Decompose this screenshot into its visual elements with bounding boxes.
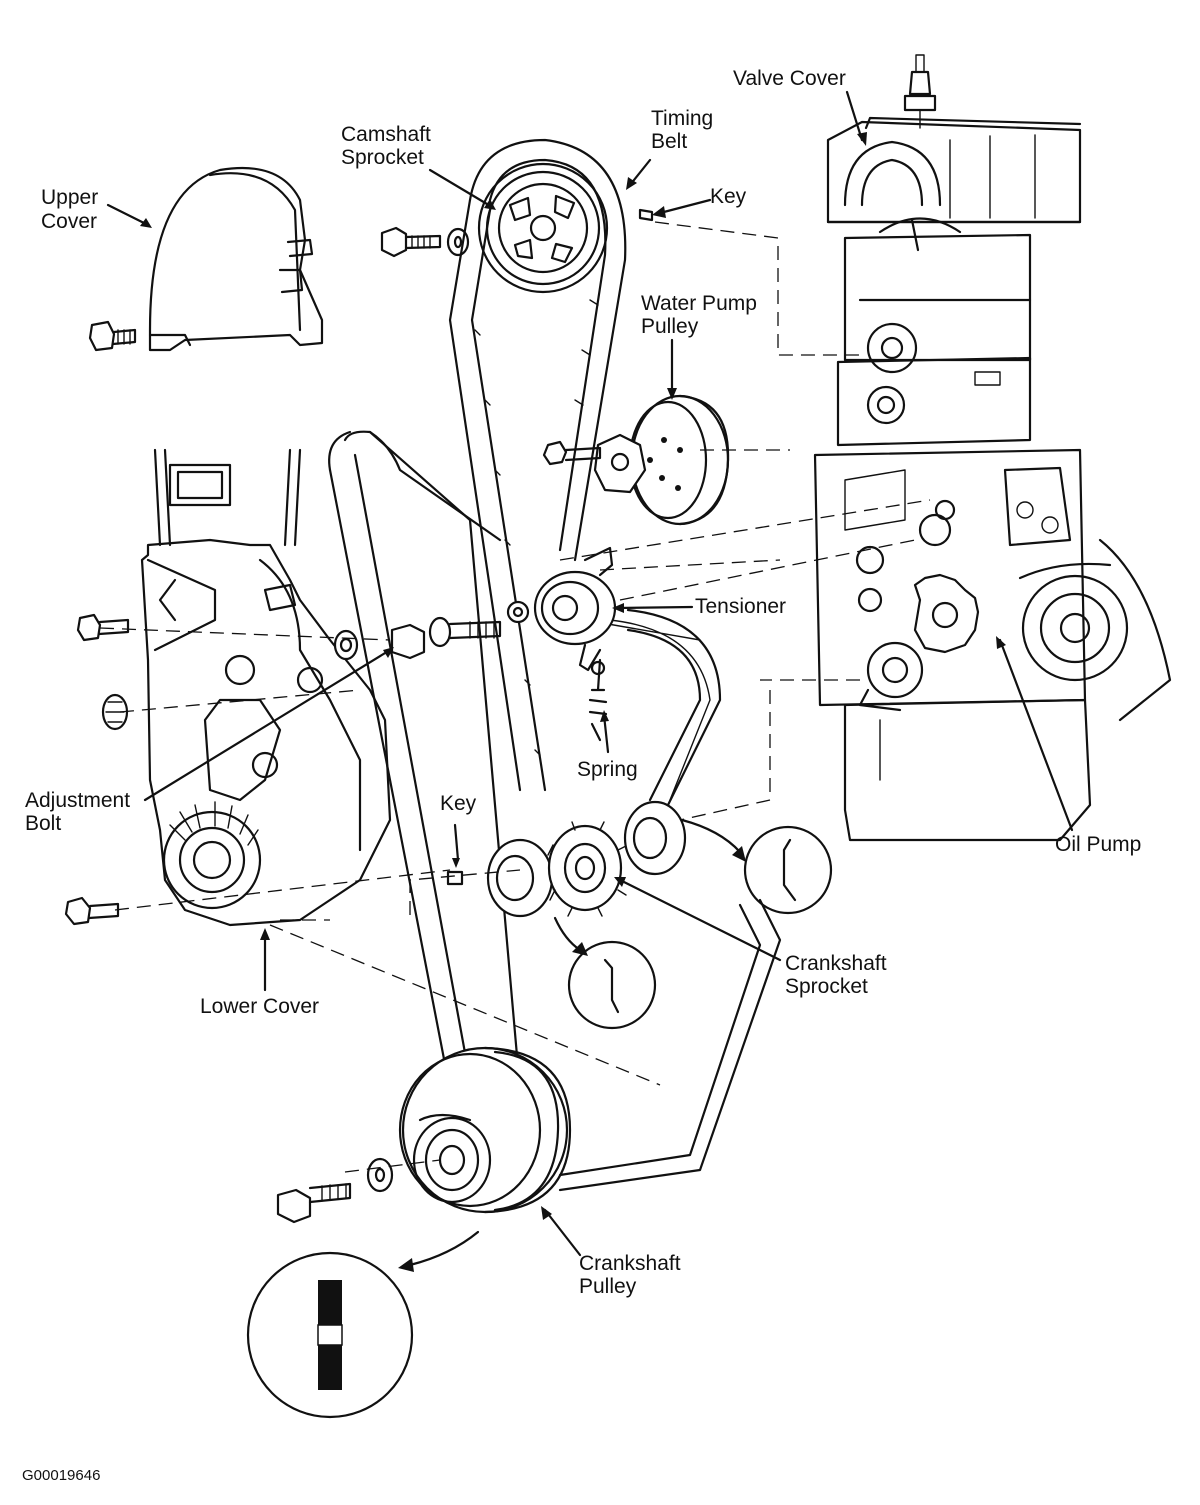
lower-cover-bolts: [64, 613, 359, 926]
label-lower-cover: Lower Cover: [200, 995, 320, 1018]
label-water-pump-pulley-line2: Pulley: [641, 315, 699, 338]
timing-mark-detail-3: [246, 1230, 480, 1419]
upper-cover-drawing: [148, 166, 324, 352]
label-water-pump-pulley-line1: Water Pump: [641, 292, 757, 315]
label-spring: Spring: [577, 758, 638, 781]
label-oil-pump: Oil Pump: [1055, 833, 1142, 856]
label-key-bottom: Key: [440, 792, 477, 815]
label-upper-cover-line1: Upper: [41, 186, 99, 209]
spring-drawing: [588, 658, 608, 742]
camshaft-bolt: [380, 226, 470, 258]
label-camshaft-sprocket-line2: Sprocket: [341, 146, 424, 169]
engine-block-drawing: [813, 217, 1172, 842]
tensioner-drawing: [506, 546, 617, 672]
upper-cover-bolt: [88, 320, 137, 352]
camshaft-sprocket-drawing: [477, 162, 609, 294]
label-crankshaft-sprocket-line1: Crankshaft: [785, 952, 887, 975]
label-crankshaft-pulley-line1: Crankshaft: [579, 1252, 681, 1275]
label-upper-cover-line2: Cover: [41, 210, 98, 233]
label-crankshaft-sprocket-line2: Sprocket: [785, 975, 868, 998]
label-timing-belt-line2: Belt: [651, 130, 688, 153]
crankshaft-sprocket-drawing: [446, 800, 687, 918]
label-adjustment-bolt-line2: Bolt: [25, 812, 62, 835]
camshaft-key: [638, 208, 654, 222]
label-camshaft-sprocket-line1: Camshaft: [341, 123, 431, 146]
label-adjustment-bolt-line1: Adjustment: [25, 789, 131, 812]
adjustment-bolt-drawing: [390, 616, 502, 660]
lower-cover-drawing: [140, 448, 392, 927]
label-valve-cover: Valve Cover: [733, 67, 846, 90]
timing-mark-detail-1: [680, 818, 833, 915]
label-key-top: Key: [710, 185, 747, 208]
label-crankshaft-pulley-line2: Pulley: [579, 1275, 637, 1298]
crankshaft-pulley-drawing: [276, 1046, 572, 1224]
label-timing-belt-line1: Timing: [651, 107, 714, 130]
timing-mark-detail-2: [553, 916, 657, 1030]
valve-cover-drawing: [826, 54, 1082, 224]
leader-lines: [106, 90, 1074, 1257]
accessory-belt-drawing: [328, 430, 782, 1192]
figure-code: G00019646: [22, 1467, 101, 1484]
label-tensioner: Tensioner: [695, 595, 787, 618]
alignment-lines: [99, 221, 931, 1173]
water-pump-pulley-drawing: [542, 394, 730, 526]
